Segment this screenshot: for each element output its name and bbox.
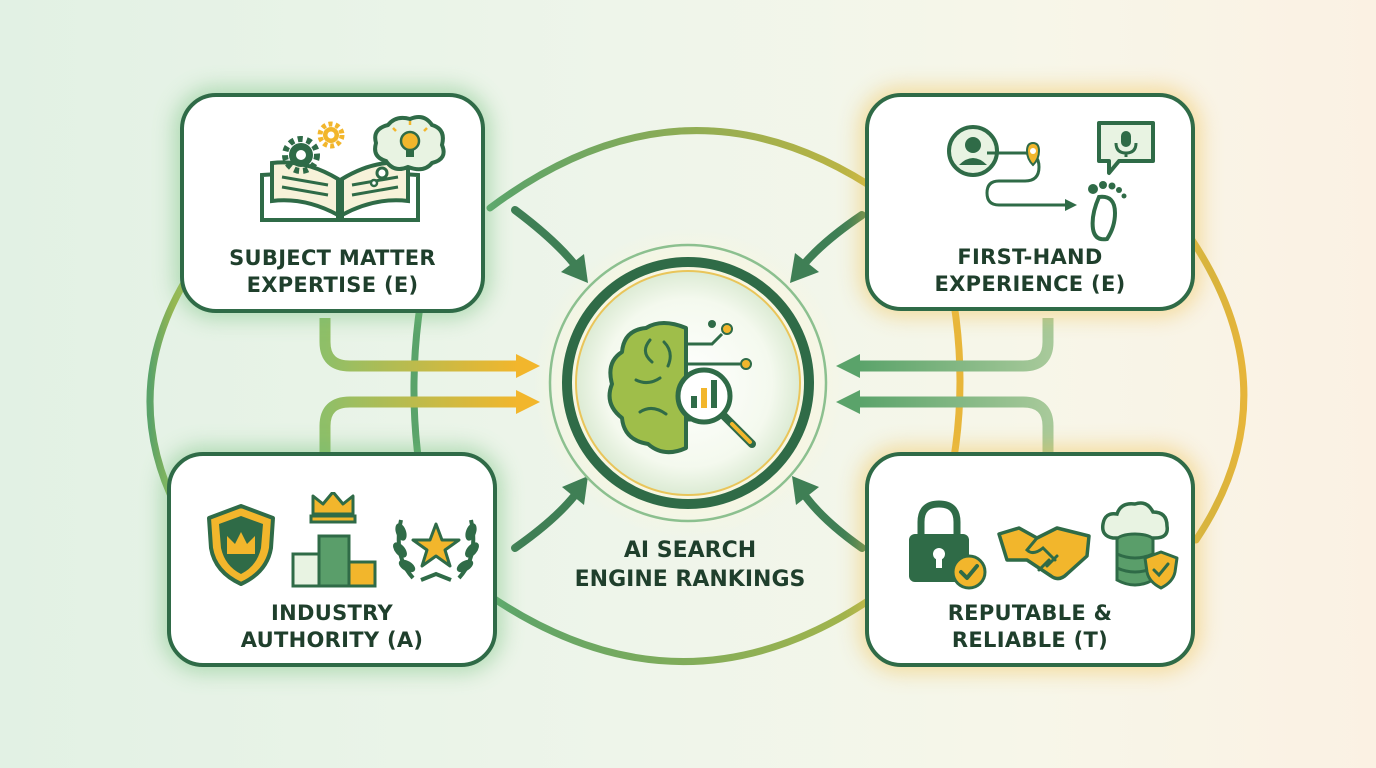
card-label-line2: EXPERIENCE (E) bbox=[934, 272, 1126, 296]
handshake-icon bbox=[997, 526, 1091, 581]
center-ring bbox=[562, 257, 814, 509]
card-reputable-reliable: REPUTABLE & RELIABLE (T) bbox=[865, 452, 1195, 667]
arrowhead-expertise-bar bbox=[516, 354, 540, 378]
arrow-authority bbox=[511, 491, 579, 552]
journey-path-icon bbox=[985, 141, 1077, 211]
padlock-check-icon bbox=[909, 500, 987, 590]
center-label: AI SEARCH ENGINE RANKINGS bbox=[540, 536, 840, 594]
card-label-line1: INDUSTRY bbox=[271, 601, 393, 625]
ai-brain-magnifier-icon bbox=[607, 320, 756, 455]
center-label-line2: ENGINE RANKINGS bbox=[574, 567, 806, 592]
open-book-icon bbox=[260, 160, 420, 222]
arrowhead-experience-bar bbox=[836, 354, 860, 378]
card-label-line1: REPUTABLE & bbox=[947, 601, 1113, 625]
arrowhead-trust-bar bbox=[836, 390, 860, 414]
arrow-trust bbox=[802, 493, 866, 552]
card-label-line2: RELIABLE (T) bbox=[951, 628, 1109, 652]
outer-ring-right bbox=[1174, 216, 1248, 544]
card-label-experience: FIRST-HAND EXPERIENCE (E) bbox=[869, 244, 1191, 298]
bar-trust bbox=[858, 396, 1054, 452]
bottom-arc bbox=[486, 586, 888, 665]
gears-icon bbox=[282, 121, 345, 174]
laurel-star-icon bbox=[393, 519, 479, 582]
podium-crown-icon bbox=[291, 492, 377, 588]
card-label-line1: FIRST-HAND bbox=[957, 245, 1103, 269]
card-first-hand-experience: FIRST-HAND EXPERIENCE (E) bbox=[865, 93, 1195, 311]
card-label-expertise: SUBJECT MATTER EXPERTISE (E) bbox=[184, 245, 481, 299]
shield-crown-icon bbox=[207, 504, 275, 586]
card-label-authority: INDUSTRY AUTHORITY (A) bbox=[171, 600, 493, 654]
arrow-experience bbox=[801, 211, 866, 267]
cloud-database-shield-icon bbox=[1100, 501, 1179, 590]
center-inner-ring bbox=[575, 270, 801, 496]
footprint-icon bbox=[1088, 181, 1127, 242]
card-label-line2: AUTHORITY (A) bbox=[240, 628, 424, 652]
arrow-expertise bbox=[511, 206, 579, 269]
card-label-trust: REPUTABLE & RELIABLE (T) bbox=[869, 600, 1191, 654]
top-arc bbox=[486, 127, 888, 212]
bar-authority bbox=[319, 396, 518, 452]
user-profile-icon bbox=[947, 125, 999, 177]
card-subject-matter-expertise: SUBJECT MATTER EXPERTISE (E) bbox=[180, 93, 485, 313]
center-label-line1: AI SEARCH bbox=[623, 538, 757, 563]
card-label-line1: SUBJECT MATTER bbox=[229, 246, 436, 270]
bar-expertise bbox=[319, 318, 518, 372]
card-label-line2: EXPERTISE (E) bbox=[246, 273, 419, 297]
card-industry-authority: INDUSTRY AUTHORITY (A) bbox=[167, 452, 497, 667]
lightbulb-thought-icon bbox=[369, 115, 446, 188]
arrowhead-authority-bar bbox=[516, 390, 540, 414]
bar-experience bbox=[858, 318, 1054, 372]
center-outer-ring bbox=[548, 243, 828, 523]
microphone-chat-icon bbox=[1097, 121, 1155, 175]
